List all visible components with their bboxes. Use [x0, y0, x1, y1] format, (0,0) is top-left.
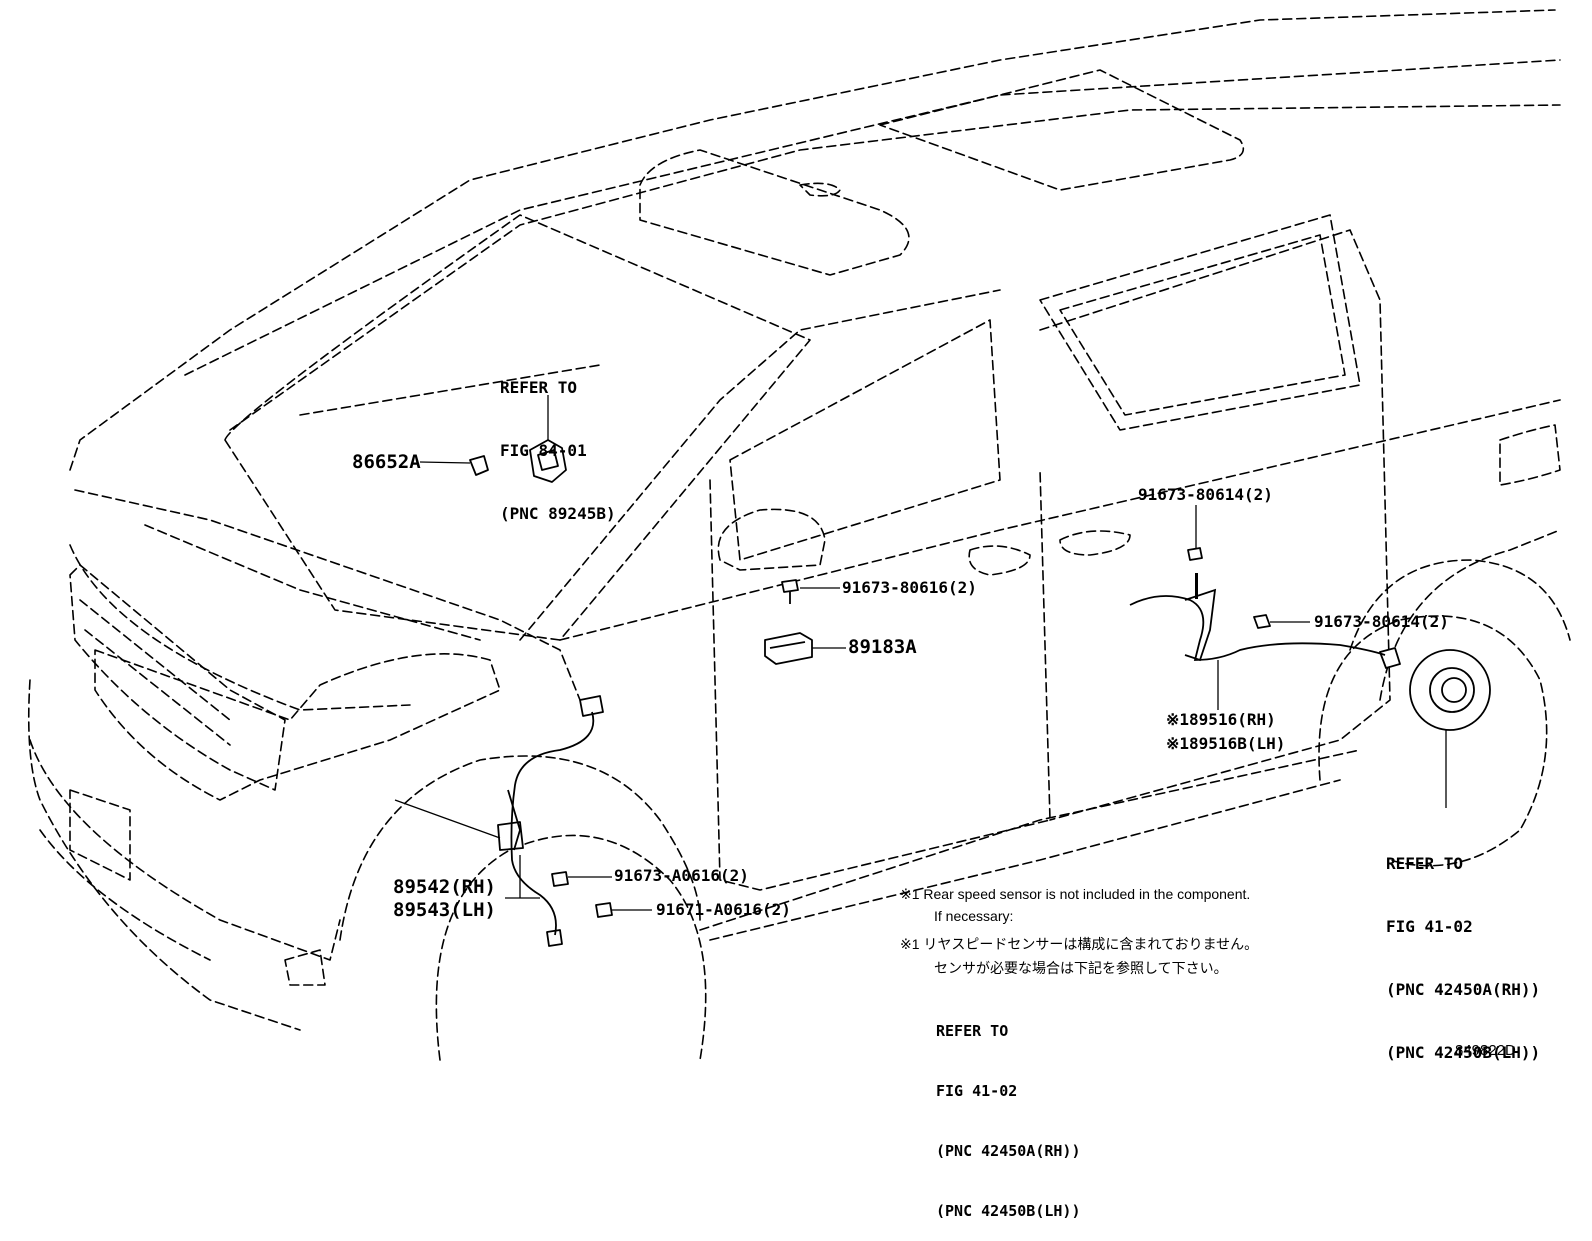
footnote-japanese-line-2: センサが必要な場合は下記を参照して下さい。: [934, 960, 1228, 976]
clip-86652a-part: [469, 455, 489, 476]
footnote-refer-line-4: (PNC 42450B(LH)): [936, 1202, 1081, 1220]
yaw-sensor-89183a-part: [764, 632, 813, 665]
bolt-91673-80616-part: [781, 579, 799, 593]
part-89516b-label: ※189516B(LH): [1166, 734, 1286, 753]
front-bumper: [29, 739, 341, 961]
fuel-door: [1499, 424, 1561, 486]
roof-outline: [69, 9, 1556, 471]
refer-84-line-3: (PNC 89245B): [500, 504, 616, 523]
front-window: [729, 319, 1001, 561]
front-sunroof: [639, 149, 910, 276]
rear-sensor-harness: [1129, 595, 1386, 661]
leader-body-to-sensor: [394, 799, 501, 839]
rear-wheel-arch: [1349, 559, 1571, 651]
part-86652a-label: 86652A: [352, 451, 421, 473]
part-91673-80614-top-label: 91673-80614(2): [1138, 485, 1273, 504]
yaw-sensor-89183a-detail: [769, 641, 806, 649]
grille: [69, 564, 286, 791]
refer-41-line-3: (PNC 42450A(RH)): [1386, 980, 1541, 999]
fog-lamp: [284, 949, 326, 986]
refer-fig-84-01-callout: REFER TO FIG 84-01 (PNC 89245B): [500, 335, 616, 545]
rear-fender: [1379, 529, 1561, 701]
bolt-91671-a0616-part: [595, 902, 613, 918]
rear-sensor-bracket: [1184, 588, 1217, 662]
windshield-top-line: [299, 364, 601, 416]
leader-89542: [505, 855, 540, 899]
leader-86652a: [419, 461, 471, 464]
bolt-91673-a0616-part: [551, 871, 569, 887]
rear-sunroof: [879, 69, 1245, 191]
footnote-refer-line-1: REFER TO: [936, 1022, 1009, 1040]
front-wheel-arch: [339, 755, 701, 941]
footnote-refer-line-3: (PNC 42450A(RH)): [936, 1142, 1081, 1160]
bolt-91673-80614-right-part: [1253, 614, 1271, 629]
part-91673-a0616-label: 91673-A0616(2): [614, 866, 749, 885]
hood: [74, 489, 581, 701]
footnote-refer-block: REFER TO FIG 41-02 (PNC 42450A(RH)) (PNC…: [936, 981, 1081, 1241]
part-91673-80614-right-label: 91673-80614(2): [1314, 612, 1449, 631]
windshield: [224, 214, 811, 641]
vehicle-parts-diagram: [27, 9, 1571, 1061]
rear-window: [1039, 214, 1361, 431]
sunroof-handle: [799, 182, 841, 197]
roof-edge: [229, 104, 1561, 431]
sliding-door: [1039, 229, 1391, 821]
grille-line-1: [79, 599, 231, 721]
diagram-id: 849822D: [1455, 1042, 1516, 1059]
part-91671-a0616-label: 91671-A0616(2): [656, 900, 791, 919]
rear-tire: [1318, 615, 1548, 867]
front-sensor-harness-2: [507, 789, 521, 851]
door-handle-rear: [1059, 530, 1131, 556]
side-mirror: [717, 508, 826, 571]
front-sensor-connector: [579, 695, 604, 717]
footnote-japanese-line-1: ※1 リヤスピードセンサーは構成に含まれておりません。: [900, 936, 1259, 952]
part-89183a-label: 89183A: [848, 636, 917, 658]
rear-hub-connector: [1379, 647, 1401, 669]
refer-41-line-1: REFER TO: [1386, 854, 1464, 873]
refer-fig-41-02-callout: REFER TO FIG 41-02 (PNC 42450A(RH)) (PNC…: [1386, 811, 1540, 1084]
headlight: [94, 649, 501, 801]
a-pillar: [519, 289, 1001, 641]
part-91673-80616-label: 91673-80616(2): [842, 578, 977, 597]
footnote-english-line-2: If necessary:: [934, 908, 1014, 924]
rocker-panel: [709, 779, 1341, 941]
front-tire: [435, 834, 707, 1061]
grille-line-2: [84, 629, 231, 746]
refer-84-line-2: FIG 84-01: [500, 441, 587, 460]
refer-84-line-1: REFER TO: [500, 378, 578, 397]
license-plate: [69, 789, 131, 881]
bolt-91673-80614-top-part: [1187, 547, 1203, 561]
refer-41-line-4: (PNC 42450B(LH)): [1386, 1043, 1541, 1062]
hood-front: [69, 544, 411, 711]
front-lower: [27, 679, 301, 1031]
sensor-89245b-detail: [537, 449, 559, 471]
body-side-line: [559, 399, 1561, 641]
refer-41-line-2: FIG 41-02: [1386, 917, 1473, 936]
part-89516-label: ※189516(RH): [1166, 710, 1276, 729]
roof-rail: [184, 59, 1561, 376]
rear-window-inner: [1059, 234, 1346, 416]
footnote-english-line-1: ※1 Rear speed sensor is not included in …: [900, 886, 1251, 902]
front-sensor-tip: [546, 929, 563, 947]
body-lower-line: [699, 749, 1361, 931]
hood-crease: [144, 524, 481, 641]
bumper-lower: [39, 829, 211, 961]
part-89543-label: 89543(LH): [393, 899, 496, 921]
door-handle-front: [968, 545, 1031, 576]
part-89542-label: 89542(RH): [393, 876, 496, 898]
front-sensor-harness: [510, 711, 595, 936]
front-door: [709, 469, 1051, 891]
footnote-refer-line-2: FIG 41-02: [936, 1082, 1018, 1100]
